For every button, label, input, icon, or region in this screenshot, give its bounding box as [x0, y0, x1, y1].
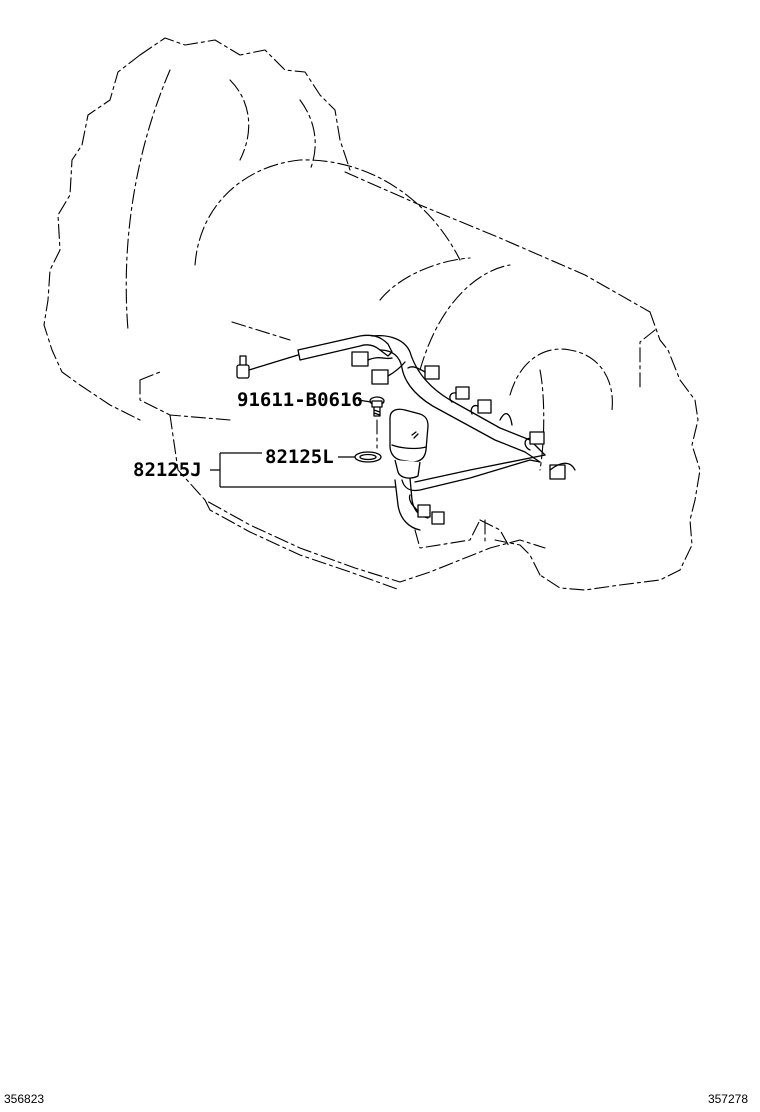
callout-bolt: 91611-B0616: [237, 389, 363, 411]
leader-bolt: [357, 399, 372, 403]
oil-pan-inner: [414, 519, 511, 549]
extension-step: [494, 329, 656, 576]
bell-housing-flange: [43, 37, 351, 421]
footer-left-code: 356823: [4, 1092, 45, 1106]
harness-end-sensor: [236, 354, 299, 379]
solenoid-connector: [389, 408, 429, 479]
extension-housing: [539, 311, 701, 591]
extension-arc: [509, 348, 613, 411]
footer-right-code: 357278: [707, 1092, 748, 1106]
case-mid-arc: [379, 257, 511, 371]
harness-connectors: [351, 351, 566, 525]
transmission-outline: [43, 37, 701, 591]
harness-main-lower: [401, 454, 546, 492]
case-top-edge: [344, 171, 651, 313]
wire-harness: [236, 334, 576, 531]
callout-gasket: 82125L: [265, 446, 334, 468]
case-lower-arc: [539, 369, 545, 471]
harness-sleeve: [297, 334, 393, 361]
gasket-part: [354, 451, 382, 463]
leader-lines: [210, 399, 396, 488]
leader-harness-bracket: [210, 452, 396, 488]
bolt-part: [369, 396, 385, 449]
case-front-arc: [194, 159, 461, 266]
callout-harness: 82125J: [133, 459, 202, 481]
bell-housing-inner: [125, 69, 316, 331]
case-left-lower: [139, 321, 291, 421]
oil-pan: [169, 414, 546, 591]
connector-pigtails: [367, 357, 576, 512]
